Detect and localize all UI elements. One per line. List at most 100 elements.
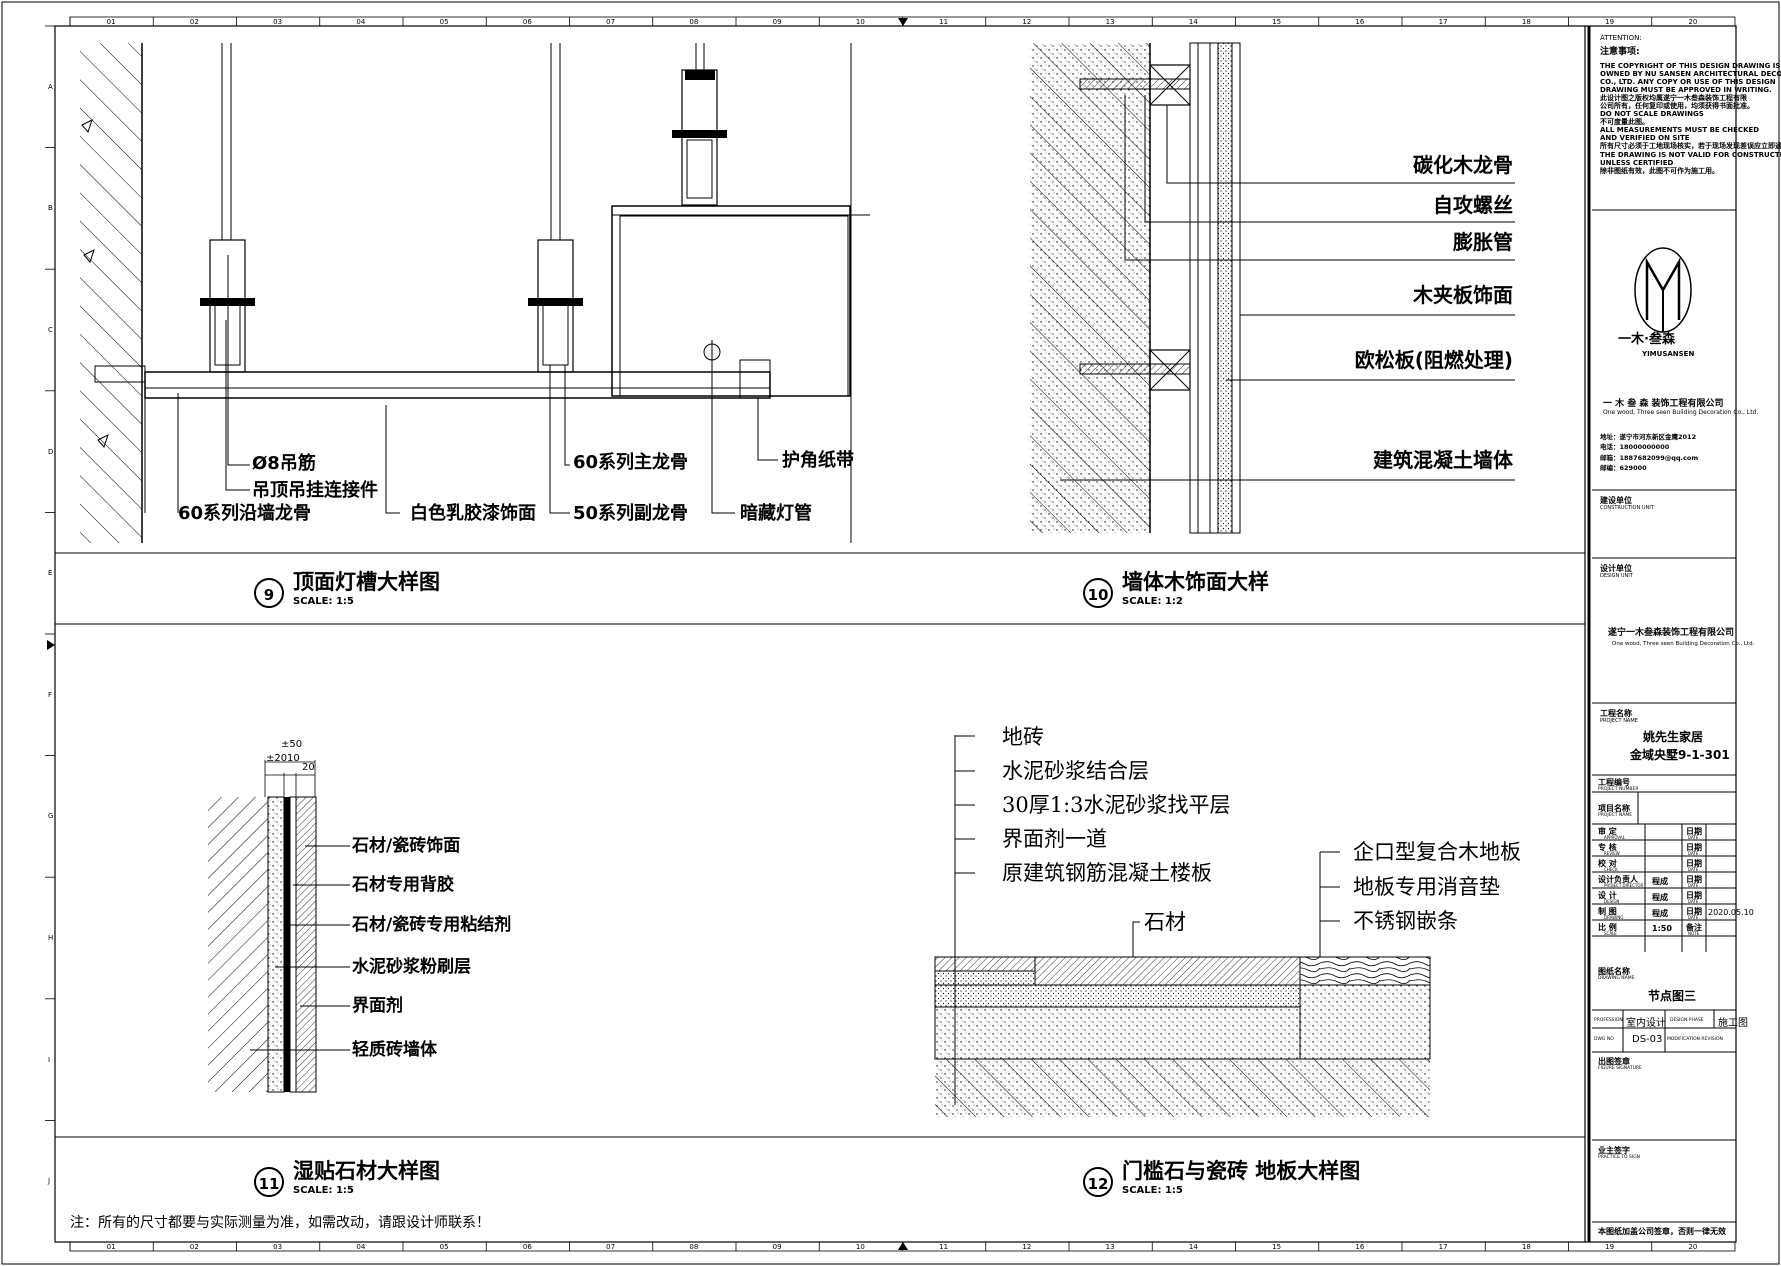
- address-line: 邮编：629000: [1600, 464, 1647, 473]
- row-label-en: PROJECT DIRECTOR: [1604, 883, 1644, 888]
- label-expansion-tube: 膨胀管: [1453, 230, 1513, 254]
- detail-title-12: 门槛石与瓷砖 地板大样图: [1122, 1159, 1361, 1183]
- column-label: 05: [439, 18, 449, 26]
- label-paint: 白色乳胶漆饰面: [410, 503, 536, 524]
- profession-en: PROFESSION: [1594, 1018, 1623, 1023]
- construction-unit: 建设单位: [1600, 496, 1632, 505]
- column-label: 01: [106, 18, 116, 26]
- column-label: 02: [189, 18, 199, 26]
- notice-line: THE COPYRIGHT OF THIS DESIGN DRAWING IS: [1600, 62, 1781, 70]
- date-label: 日期: [1686, 891, 1702, 900]
- address-line: 地址：遂宁市河东新区金鹰2012: [1600, 433, 1697, 441]
- row-label: 制 图: [1598, 907, 1617, 916]
- column-label: 20: [1688, 18, 1698, 26]
- label-light-tube: 暗藏灯管: [740, 503, 812, 524]
- column-label: 04: [356, 1243, 366, 1251]
- label-sub-keel: 50系列副龙骨: [573, 503, 689, 524]
- column-label: 03: [273, 1243, 283, 1251]
- drawing-title: 节点图三: [1648, 989, 1697, 1003]
- row-value: 1:50: [1652, 924, 1672, 933]
- row-value: 程成: [1652, 877, 1668, 886]
- notice-title: 注意事项:: [1600, 47, 1640, 57]
- column-label: 12: [1022, 18, 1032, 26]
- column-label: 17: [1438, 1243, 1448, 1251]
- date-label-en: DATE: [1688, 915, 1699, 920]
- notice-line: 所有尺寸必须于工地现场核实，若于现场发现差误应立即通知: [1600, 142, 1781, 151]
- column-label: 17: [1438, 18, 1448, 26]
- column-label: 15: [1272, 1243, 1282, 1251]
- column-label: 12: [1022, 1243, 1032, 1251]
- notice-line: AND VERIFIED ON SITE: [1600, 134, 1690, 143]
- detail-scale-12: SCALE: 1:5: [1122, 1185, 1183, 1196]
- row-label: D: [48, 447, 54, 456]
- dim-total: ±50: [281, 739, 303, 750]
- company-name: 一 木 叁 森 装饰工程有限公司: [1603, 399, 1724, 409]
- row-label-en: SCALE: [1604, 931, 1617, 936]
- notice-line: 公司所有，任何复印或使用，均须获得书面批准。: [1600, 102, 1754, 111]
- logo-text: 一木·叁森: [1618, 332, 1675, 347]
- column-label: 13: [1105, 18, 1115, 26]
- label-wall-keel: 60系列沿墙龙骨: [178, 503, 312, 524]
- company-name-en: One wood, Three seen Building Decoration…: [1603, 409, 1759, 416]
- figure-signature: 出图签章: [1598, 1057, 1630, 1066]
- label-stone-finish: 石材/瓷砖饰面: [352, 836, 461, 856]
- label-main-keel: 60系列主龙骨: [573, 452, 689, 473]
- row-label: G: [48, 812, 54, 821]
- date-label-en: DATE: [1688, 867, 1699, 872]
- detail-number-11: 11: [254, 1167, 284, 1197]
- row-label-en: REVIEW: [1604, 851, 1620, 856]
- notice-line: CO., LTD. ANY COPY OR USE OF THIS DESIGN: [1600, 78, 1776, 87]
- company-logo: [1634, 247, 1692, 333]
- column-label: 08: [689, 18, 699, 26]
- row-value: 程成: [1652, 893, 1668, 902]
- project-label-en: PROJECT NAME: [1600, 718, 1638, 724]
- row-label-en: CHECK: [1604, 867, 1618, 872]
- detail-title-10: 墙体木饰面大样: [1122, 570, 1269, 594]
- project-number-en: PROJECT NUMBER: [1598, 787, 1639, 792]
- figure-signature-en: FIGURE SIGNATURE: [1598, 1066, 1642, 1071]
- label-rebar: Ø8吊筋: [252, 453, 316, 474]
- row-value: 程成: [1652, 909, 1668, 918]
- logo-sub: YIMUSANSEN: [1642, 350, 1695, 358]
- label-osb-board: 欧松板(阻燃处理): [1354, 348, 1513, 372]
- notice-line: DO NOT SCALE DRAWINGS: [1600, 110, 1704, 119]
- design-company: 遂宁一木叁森装饰工程有限公司: [1608, 628, 1735, 638]
- row-label: 比 例: [1598, 923, 1617, 932]
- detail-title-9: 顶面灯槽大样图: [293, 570, 440, 594]
- column-label: 13: [1105, 1243, 1115, 1251]
- detail-number-12: 12: [1083, 1167, 1113, 1197]
- construction-unit-en: CONSTRUCTION UNIT: [1600, 505, 1654, 511]
- row-label: I: [48, 1055, 51, 1064]
- detail-scale-9: SCALE: 1:5: [293, 596, 354, 607]
- design-phase-value: 施工图: [1718, 1018, 1748, 1029]
- column-label: 16: [1355, 1243, 1365, 1251]
- row-label: B: [48, 204, 53, 213]
- date-label-en: DATE: [1688, 883, 1699, 888]
- label-corner-tape: 护角纸带: [782, 450, 854, 471]
- column-label: 04: [356, 18, 366, 26]
- date-label: 日期: [1686, 843, 1702, 852]
- owner-signature: 业主签字: [1598, 1146, 1630, 1155]
- column-label: 03: [273, 18, 283, 26]
- dwg-no-value: DS-03: [1632, 1034, 1663, 1045]
- attention-label: ATTENTION:: [1600, 34, 1642, 42]
- row-label: J: [48, 1177, 51, 1186]
- row-label-en: DRAWING: [1604, 915, 1624, 920]
- column-label: 15: [1272, 18, 1282, 26]
- notice-line: 不可度量此图。: [1600, 118, 1649, 127]
- owner-signature-en: PRACTICE TO SIGN: [1598, 1155, 1641, 1160]
- row-label: E: [48, 569, 53, 578]
- row-label: 校 对: [1598, 859, 1617, 868]
- column-label: 19: [1605, 1243, 1615, 1251]
- project-name-2: 金域央墅9-1-301: [1630, 748, 1730, 762]
- row-label: A: [48, 82, 53, 91]
- row-label: 设 计: [1598, 891, 1617, 900]
- column-label: 06: [522, 18, 532, 26]
- label-sound-pad: 地板专用消音垫: [1353, 875, 1500, 899]
- column-label: 02: [189, 1243, 199, 1251]
- date-value: 2020.05.10: [1708, 908, 1754, 917]
- column-label: 07: [606, 1243, 616, 1251]
- dim-a: ±20: [266, 753, 288, 764]
- label-floor-tile: 地砖: [1002, 725, 1044, 749]
